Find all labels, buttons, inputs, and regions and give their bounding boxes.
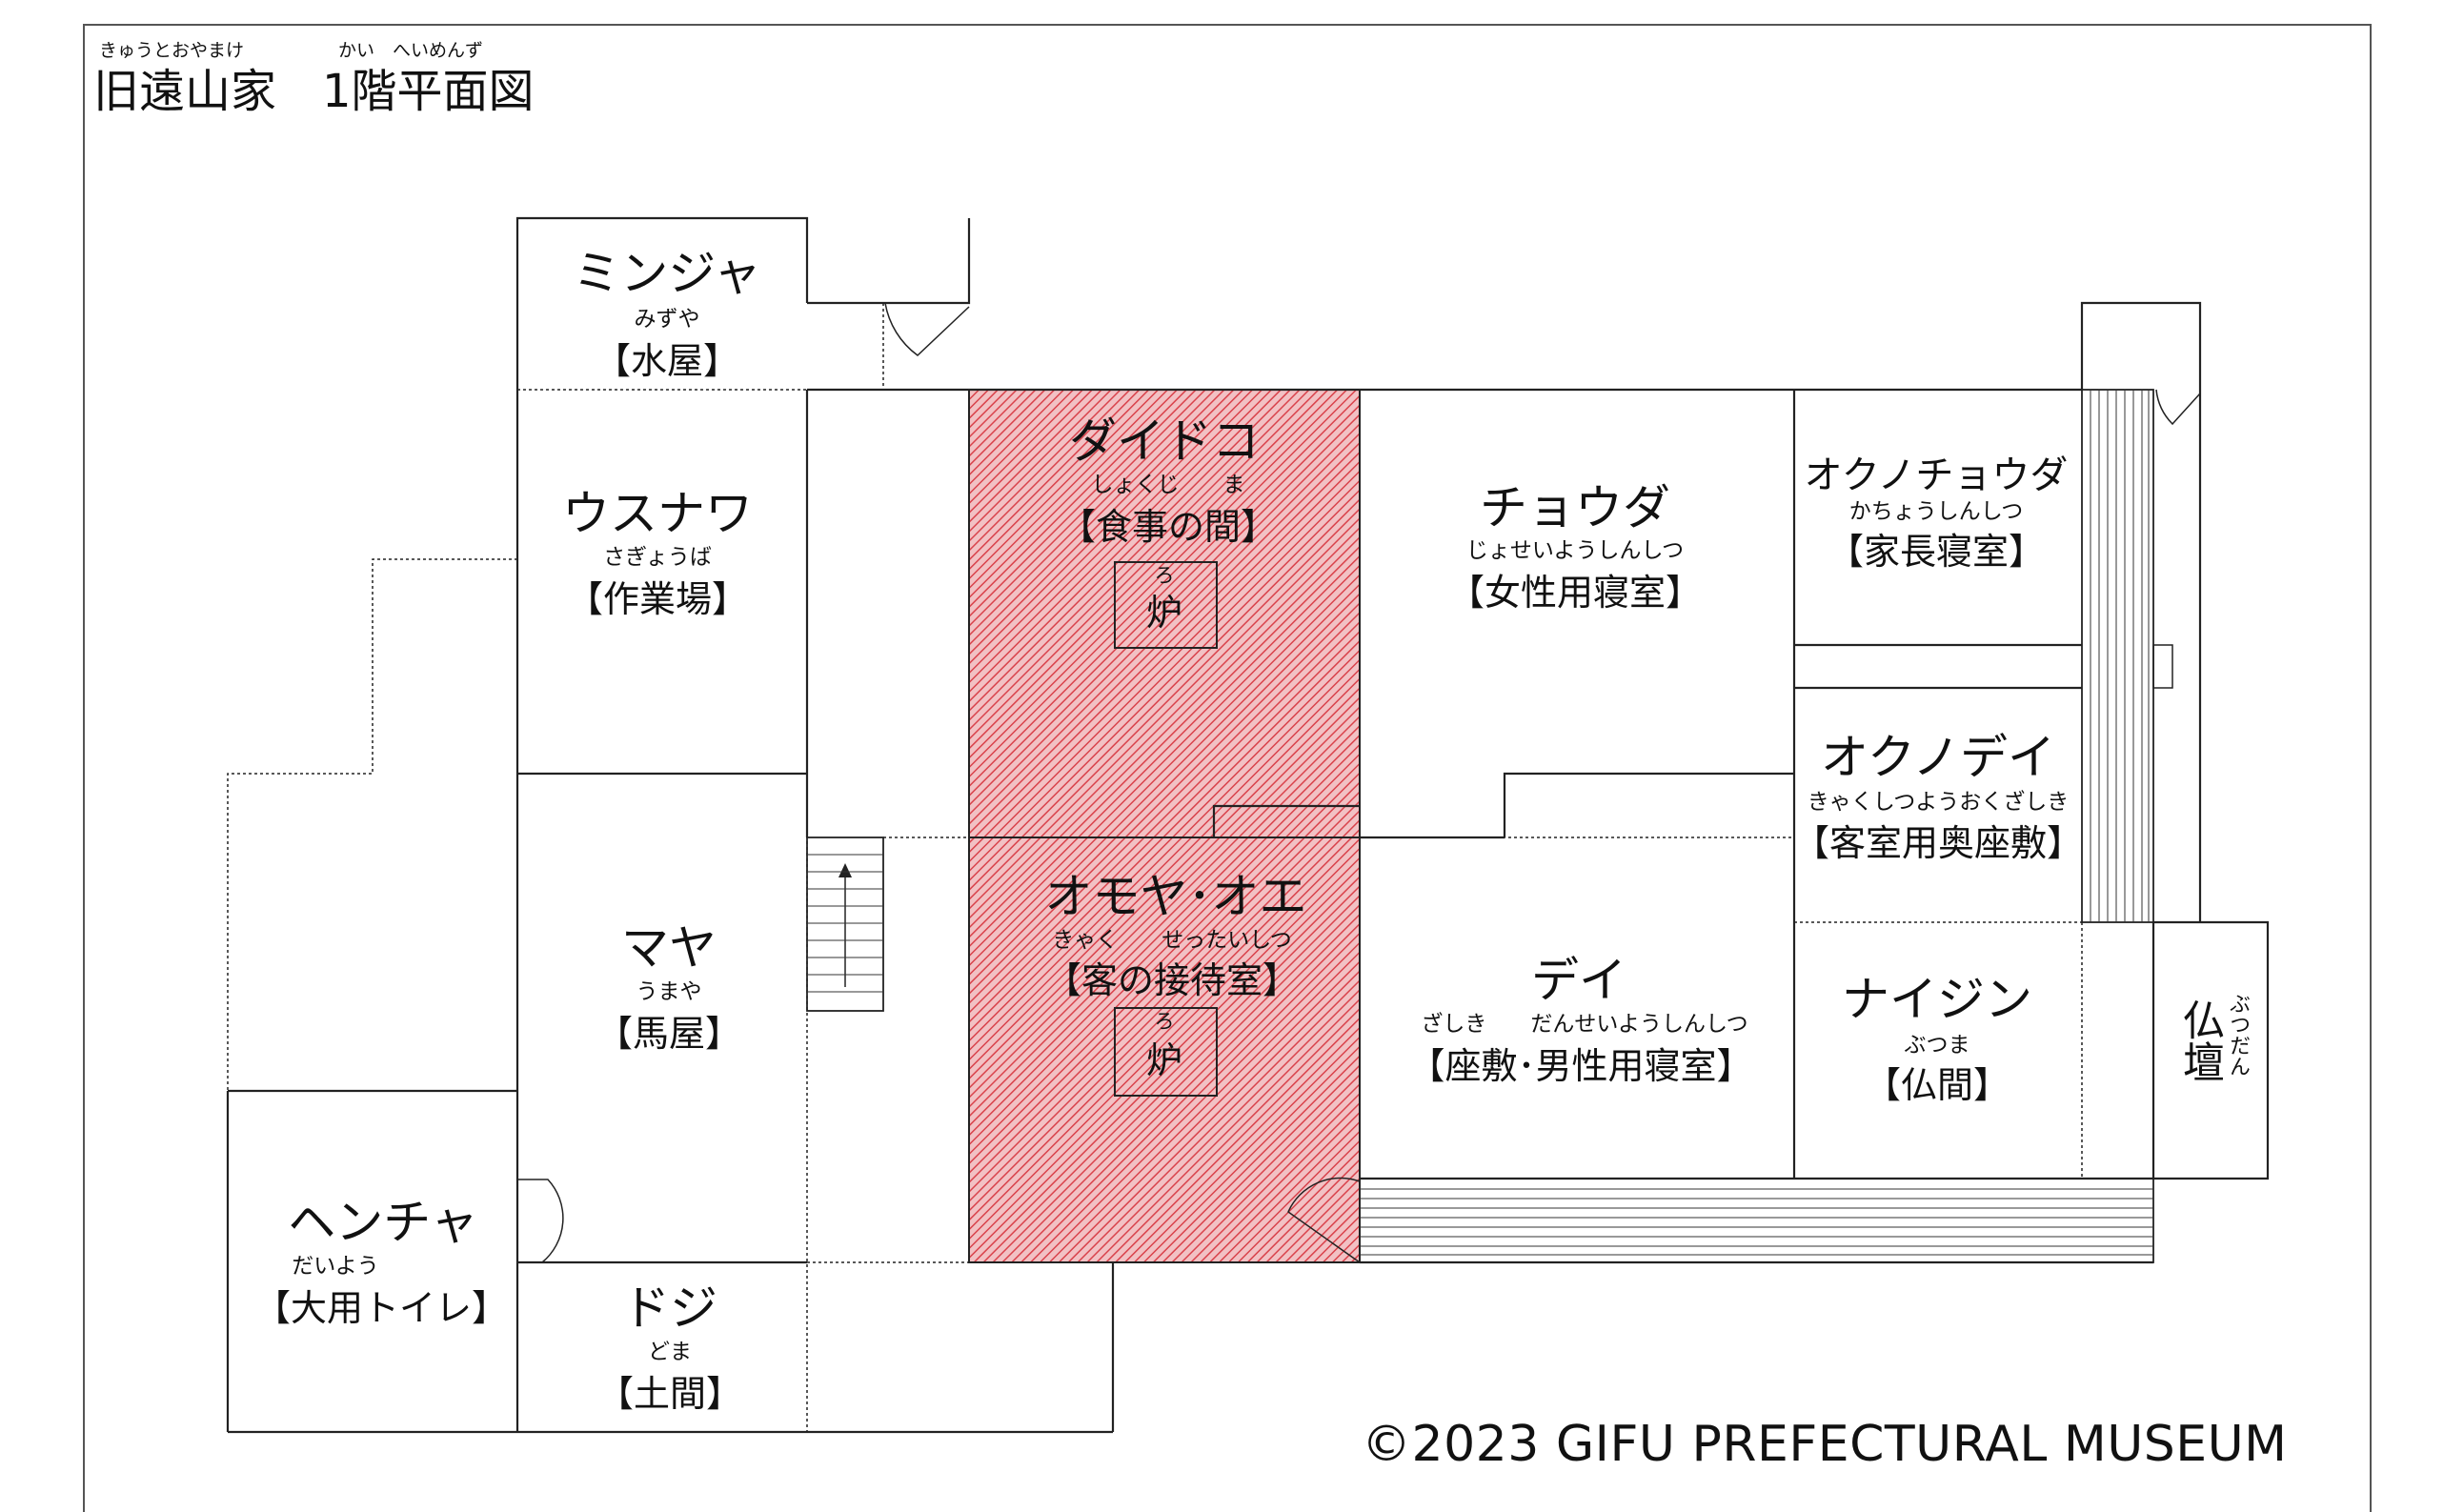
room-hencha-name: ヘンチャ [288, 1195, 478, 1250]
room-naijin-label: 【仏間】 [1864, 1064, 2010, 1106]
room-daidoko-ruby: しょくじ ま [1091, 473, 1245, 497]
room-minja-label: 【水屋】 [594, 340, 740, 382]
title-ruby-right: かい へいめんず [338, 40, 484, 61]
room-hencha-ruby: だいよう [292, 1254, 379, 1279]
hearth-omoya-ruby: ろ [1154, 1010, 1175, 1033]
room-usunawa-label: 【作業場】 [566, 578, 749, 620]
copyright-text: ©2023 GIFU PREFECTURAL MUSEUM [1362, 1416, 2288, 1473]
room-butsudan-name: 仏壇 [2175, 998, 2224, 1082]
stair-treads [807, 854, 883, 993]
room-naijin-name: ナイジン [1842, 972, 2032, 1027]
hearth-daidoko-ruby: ろ [1154, 564, 1175, 587]
staircase [806, 837, 884, 1012]
room-daidoko-name: ダイドコ [1069, 413, 1260, 469]
room-dei-ruby: ざしき だんせいようしんしつ [1421, 1012, 1748, 1037]
room-chouda-ruby: じょせいようしんしつ [1465, 538, 1685, 563]
room-maya-label: 【馬屋】 [596, 1013, 742, 1055]
room-omoya-ruby: きゃく せったいしつ [1052, 928, 1292, 953]
room-maya-name: マヤ [621, 920, 717, 976]
room-doji-label: 【土間】 [596, 1373, 743, 1415]
room-okuno-chouda-name: オクノチョウダ [1804, 454, 2069, 497]
room-okuno-chouda-label: 【家長寝室】 [1827, 531, 2046, 573]
walls [226, 216, 2270, 1434]
room-butsudan-ruby: ぶつだん [2226, 993, 2250, 1077]
hearth-daidoko-label: 炉 [1145, 592, 1183, 634]
room-daidoko-label: 【食事の間】 [1059, 506, 1278, 548]
veranda-boards-right [2090, 390, 2150, 922]
omoya-highlight [968, 837, 1361, 1263]
room-hencha-label: 【大用トイレ】 [253, 1287, 509, 1329]
right-veranda [2081, 389, 2154, 923]
room-usunawa-name: ウスナワ [562, 486, 753, 541]
room-okuno-dei-name: オクノデイ [1821, 730, 2055, 785]
hearth-box-omoya [1114, 1007, 1218, 1097]
room-naijin-ruby: ぶつま [1904, 1033, 1970, 1058]
room-doji-name: ドジ [622, 1280, 717, 1336]
room-doji-ruby: どま [648, 1340, 692, 1364]
hearth-box-daidoko [1114, 561, 1218, 649]
room-omoya-label: 【客の接待室】 [1044, 959, 1300, 1001]
room-maya-ruby: うまや [636, 979, 702, 1004]
page-title: 旧遠山家 1階平面図 [93, 65, 535, 118]
title-ruby-left: きゅうとおやまけ [99, 40, 245, 61]
room-chouda-name: チョウダ [1480, 480, 1670, 535]
room-omoya-name: オモヤ･オエ [1044, 869, 1307, 924]
page-frame [83, 24, 2372, 1512]
room-dei-name: デイ [1531, 953, 1626, 1008]
room-chouda-label: 【女性用寝室】 [1447, 572, 1703, 614]
room-dei-label: 【座敷･男性用寝室】 [1408, 1045, 1753, 1087]
room-okuno-dei-label: 【客室用奥座敷】 [1792, 822, 2084, 864]
room-minja-name: ミンジャ [573, 246, 761, 301]
room-okuno-dei-ruby: きゃくしつようおくざしき [1807, 790, 2070, 815]
veranda-boards-south [1360, 1188, 2153, 1256]
room-usunawa-ruby: さぎょうば [603, 545, 712, 570]
room-minja-ruby: みずや [634, 307, 700, 332]
south-veranda [1359, 1178, 2154, 1263]
hearth-omoya-label: 炉 [1145, 1039, 1183, 1081]
room-okuno-chouda-ruby: かちょうしんしつ [1848, 499, 2024, 524]
